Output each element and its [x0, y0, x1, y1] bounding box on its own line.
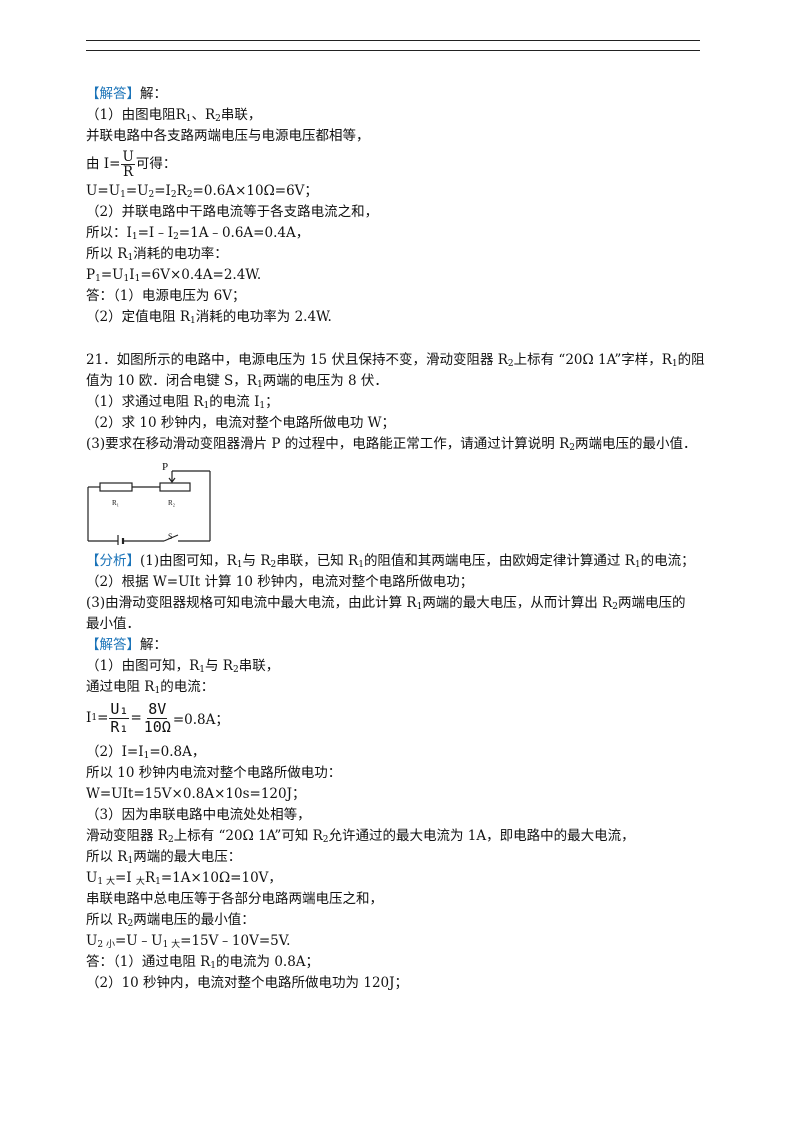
analysis-line: (3)由滑动变阻器规格可知电流中最大电流，由此计算 R1两端的最大电压，从而计算… [86, 595, 686, 612]
question-text: 21．如图所示的电路中，电源电压为 15 伏且保持不变，滑动变阻器 R2上标有 … [86, 352, 705, 369]
solution-line: 答：（1）通过电阻 R1的电流为 0.8A； [86, 954, 320, 971]
rheostat-r2 [159, 482, 191, 492]
analysis-line: （2）根据 W=UIt 计算 10 秒钟内，电流对整个电路所做电功； [86, 574, 474, 590]
document-body: 【解答】解： （1）由图电阻R1、R2串联， 并联电路中各支路两端电压与电源电压… [86, 84, 706, 994]
answer-tag: 【解答】 [86, 86, 140, 102]
sub-question: （2）求 10 秒钟内，电流对整个电路所做电功 W； [86, 415, 396, 431]
circuit-diagram: P R₁ R₂ S [87, 461, 211, 545]
answer-line: （2）定值电阻 R1消耗的电功率为 2.4W. [86, 309, 332, 326]
answer-heading: 【解答】解： [86, 86, 167, 102]
solution-heading: 【解答】解： [86, 637, 167, 653]
sub-question: (3)要求在移动滑动变阻器滑片 P 的过程中，电路能正常工作，请通过计算说明 R… [86, 436, 697, 453]
answer-line: 并联电路中各支路两端电压与电源电压都相等， [86, 128, 370, 144]
slider-arrow [168, 477, 176, 483]
solution-line: （1）由图可知，R1与 R2串联， [86, 658, 280, 675]
solution-line: （2）10 秒钟内，电流对整个电路所做电功为 120J； [86, 975, 409, 991]
answer-line: 所以：I1=I﹣I2=1A﹣0.6A=0.4A， [86, 225, 310, 242]
analysis-line: 【分析】(1)由图可知，R1与 R2串联，已知 R1的阻值和其两端电压，由欧姆定… [86, 553, 695, 570]
resistor-r1 [99, 482, 133, 492]
question-text: 值为 10 欧．闭合电键 S，R1两端的电压为 8 伏． [86, 373, 388, 390]
header-rule-top [86, 40, 700, 41]
solution-line: 滑动变阻器 R2上标有 “20Ω 1A”可知 R2允许通过的最大电流为 1A，即… [86, 828, 635, 845]
sub-question: （1）求通过电阻 R1的电流 I1； [86, 394, 279, 411]
answer-line: P1=U1I1=6V×0.4A=2.4W. [86, 267, 262, 284]
solution-line: 串联电路中总电压等于各部分电路两端电压之和， [86, 891, 383, 907]
answer-line: U=U1=U2=I2R2=0.6A×10Ω=6V； [86, 183, 318, 200]
label-s: S [168, 532, 172, 541]
header-rule-bottom [86, 50, 700, 51]
solution-line: 通过电阻 R1的电流： [86, 679, 215, 696]
solution-line: （3）因为串联电路中电流处处相等， [86, 807, 311, 823]
solution-line: （2）I=I1=0.8A， [86, 744, 206, 761]
solution-line: W=UIt=15V×0.8A×10s=120J； [86, 786, 306, 802]
answer-line: （2）并联电路中干路电流等于各支路电流之和， [86, 204, 379, 220]
solution-line: U2 小=U﹣U1 大=15V﹣10V=5V. [86, 933, 291, 950]
answer-line: （1）由图电阻R1、R2串联， [86, 107, 262, 124]
solution-tag: 【解答】 [86, 637, 140, 653]
label-r2: R₂ [168, 499, 176, 507]
answer-line: 答：（1）电源电压为 6V； [86, 288, 246, 304]
label-p: P [162, 461, 168, 473]
switch-s [163, 534, 179, 542]
solution-line: 所以 R2两端电压的最小值： [86, 912, 255, 929]
solution-line: U1 大=I 大R1=1A×10Ω=10V， [86, 870, 282, 887]
answer-line: 所以 R1消耗的电功率： [86, 246, 228, 263]
analysis-tag: 【分析】 [86, 553, 140, 569]
analysis-line: 最小值． [86, 616, 140, 632]
label-r1: R₁ [112, 499, 119, 507]
solution-line: 所以 10 秒钟内电流对整个电路所做电功： [86, 765, 342, 781]
solution-line: 所以 R1两端的最大电压： [86, 849, 242, 866]
